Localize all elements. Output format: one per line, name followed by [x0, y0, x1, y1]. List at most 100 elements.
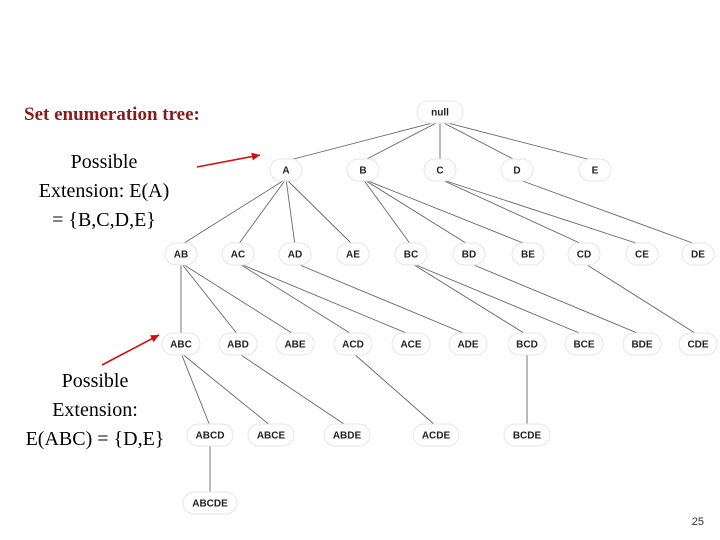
tree-node-label: ACE — [400, 340, 421, 351]
edge-A-AD — [285, 178, 296, 246]
tree-node-acde: ACDE — [412, 423, 460, 447]
tree-node-label: ABCE — [257, 431, 286, 442]
tree-node-label: ACD — [342, 340, 364, 351]
tree-node-abe: ABE — [275, 332, 315, 356]
tree-node-label: A — [282, 166, 289, 177]
tree-node-ce: CE — [625, 242, 659, 266]
tree-node-abc: ABC — [161, 332, 201, 356]
tree-node-ad: AD — [278, 242, 312, 266]
page-number: 25 — [691, 516, 704, 528]
tree-node-b: B — [346, 158, 380, 182]
tree-node-label: BCE — [573, 340, 594, 351]
tree-node-ae: AE — [336, 242, 370, 266]
edge-BC-BCE — [410, 262, 585, 336]
tree-node-label: ABE — [284, 340, 305, 351]
tree-node-bcd: BCD — [507, 332, 547, 356]
edge-null-E — [439, 120, 596, 162]
tree-node-ade: ADE — [448, 332, 488, 356]
note-a-line-2: Extension: E(A) — [38, 180, 170, 202]
tree-node-abcde: ABCDE — [182, 491, 238, 515]
edge-AC-ACE — [237, 262, 412, 336]
tree-node-label: BC — [404, 250, 418, 261]
tree-node-label: CDE — [687, 340, 708, 351]
tree-node-label: ABCDE — [192, 499, 228, 510]
edge-AC-ACD — [237, 262, 354, 336]
tree-node-label: DE — [691, 250, 705, 261]
tree-edges — [180, 120, 699, 494]
edge-ABC-ABCE — [180, 352, 272, 427]
tree-node-label: BE — [521, 250, 535, 261]
tree-node-label: ABCD — [196, 431, 225, 442]
edge-C-CE — [439, 178, 643, 246]
tree-node-label: CE — [635, 250, 649, 261]
tree-node-label: ABD — [227, 340, 249, 351]
edge-B-BD — [362, 178, 470, 246]
note-abc-line-3: E(ABC) = {D,E} — [25, 428, 165, 450]
edge-B-BE — [362, 178, 529, 246]
tree-node-label: AE — [346, 250, 360, 261]
edge-ABC-ABCD — [180, 352, 211, 427]
tree-node-bcde: BCDE — [503, 423, 551, 447]
tree-node-label: CD — [577, 250, 591, 261]
tree-node-label: ABC — [170, 340, 192, 351]
edge-AB-ABD — [180, 262, 239, 336]
arrow-to-node-abc — [101, 334, 160, 366]
tree-node-label: BCDE — [513, 431, 542, 442]
note-a-line-1: Possible — [70, 151, 138, 173]
tree-node-label: AD — [288, 250, 302, 261]
note-extension-a: Possible Extension: E(A) = {B,C,D,E} — [14, 148, 194, 235]
edge-A-AB — [180, 178, 287, 246]
tree-node-label: ADE — [457, 340, 478, 351]
tree-node-cd: CD — [567, 242, 601, 266]
tree-node-abce: ABCE — [247, 423, 295, 447]
tree-node-acd: ACD — [333, 332, 373, 356]
tree-node-label: D — [513, 166, 520, 177]
tree-node-d: D — [500, 158, 534, 182]
tree-node-bce: BCE — [564, 332, 604, 356]
arrow-to-node-a — [196, 152, 261, 168]
edge-BD-BDE — [468, 262, 643, 336]
note-abc-line-2: Extension: — [52, 399, 138, 421]
tree-node-label: ACDE — [422, 431, 451, 442]
tree-node-e: E — [578, 158, 612, 182]
tree-node-label: BDE — [631, 340, 652, 351]
slide-heading: Set enumeration tree: — [24, 104, 200, 125]
tree-node-cde: CDE — [678, 332, 718, 356]
edge-C-CD — [439, 178, 585, 246]
tree-node-label: AB — [174, 250, 188, 261]
tree-node-a: A — [269, 158, 303, 182]
tree-node-de: DE — [681, 242, 715, 266]
tree-node-null: null — [416, 100, 464, 124]
edge-null-B — [362, 120, 441, 162]
tree-node-label: ABDE — [333, 431, 362, 442]
note-a-line-3: = {B,C,D,E} — [52, 209, 156, 231]
tree-node-label: null — [431, 108, 449, 119]
edge-null-D — [439, 120, 518, 162]
tree-node-bd: BD — [452, 242, 486, 266]
tree-node-abde: ABDE — [323, 423, 371, 447]
edge-B-BC — [362, 178, 412, 246]
edge-A-AC — [237, 178, 287, 246]
annotation-arrows — [101, 152, 261, 366]
tree-node-ace: ACE — [391, 332, 431, 356]
edge-AB-ABE — [180, 262, 296, 336]
tree-node-abcd: ABCD — [186, 423, 234, 447]
tree-node-ab: AB — [164, 242, 198, 266]
tree-node-c: C — [423, 158, 457, 182]
tree-node-label: BD — [462, 250, 476, 261]
edge-BC-BCD — [410, 262, 528, 336]
edge-A-AE — [285, 178, 354, 246]
tree-node-bc: BC — [394, 242, 428, 266]
edge-null-A — [285, 120, 441, 162]
tree-node-label: B — [359, 166, 366, 177]
tree-node-bde: BDE — [622, 332, 662, 356]
tree-node-label: E — [592, 166, 599, 177]
tree-node-label: AC — [231, 250, 245, 261]
tree-node-abd: ABD — [218, 332, 258, 356]
edge-ACD-ACDE — [352, 352, 437, 427]
note-extension-abc: Possible Extension: E(ABC) = {D,E} — [6, 367, 184, 454]
note-abc-line-1: Possible — [61, 370, 129, 392]
